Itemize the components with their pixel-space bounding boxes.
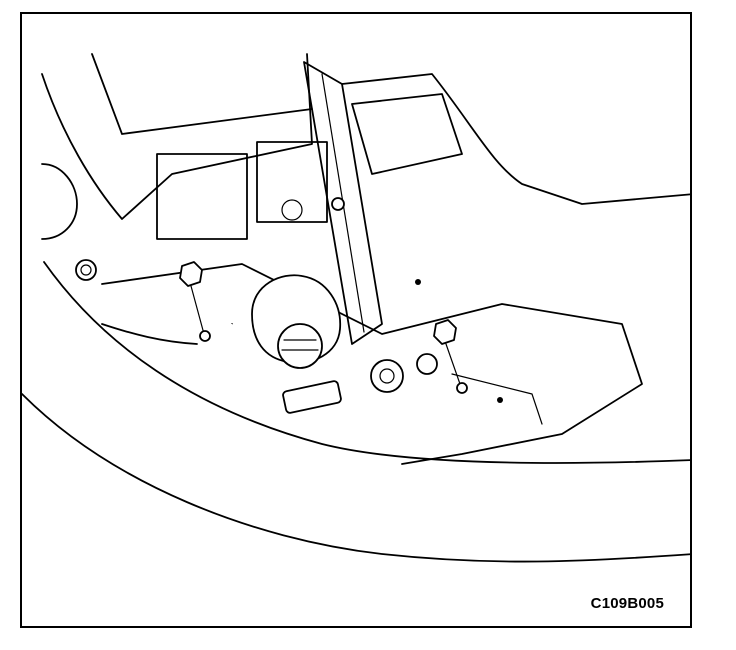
wiring-harness-inner: [217, 322, 303, 414]
adjuster-socket-center: [379, 368, 395, 384]
fender-outer-curve: [22, 393, 690, 563]
grommet: [416, 353, 438, 375]
adjuster-socket: [370, 359, 404, 393]
headlamp-mounting-illustration: [22, 53, 690, 563]
left-edge-panel: [41, 163, 78, 240]
figure-frame: C109B005: [20, 12, 692, 628]
panel-block-2: [256, 141, 328, 223]
bulb-cap-ribs: [281, 339, 319, 351]
support-strut: [303, 61, 383, 345]
bolt-hole-left: [75, 259, 97, 281]
upper-crossmember: [91, 53, 313, 135]
bulb-cap: [277, 323, 323, 369]
figure-code: C109B005: [590, 595, 664, 612]
panel-block: [156, 153, 248, 240]
strut-bolt: [331, 197, 345, 211]
panel-hole-2: [497, 397, 503, 403]
panel-hole-3: [281, 199, 303, 221]
mounting-nut-left: [179, 261, 211, 342]
mounting-nut-right: [433, 319, 468, 394]
mounting-plate: [101, 263, 643, 465]
plate-flange: [451, 373, 543, 425]
harness-lead: [101, 323, 198, 345]
fender-apron-edge: [341, 73, 690, 205]
bumper-inner-curve: [43, 261, 690, 464]
inner-panel: [351, 93, 463, 175]
radiator-support-panel: [41, 53, 313, 220]
panel-hole: [415, 279, 421, 285]
harness-connector: [282, 380, 342, 414]
bolt-hole-left-inner: [80, 264, 92, 276]
